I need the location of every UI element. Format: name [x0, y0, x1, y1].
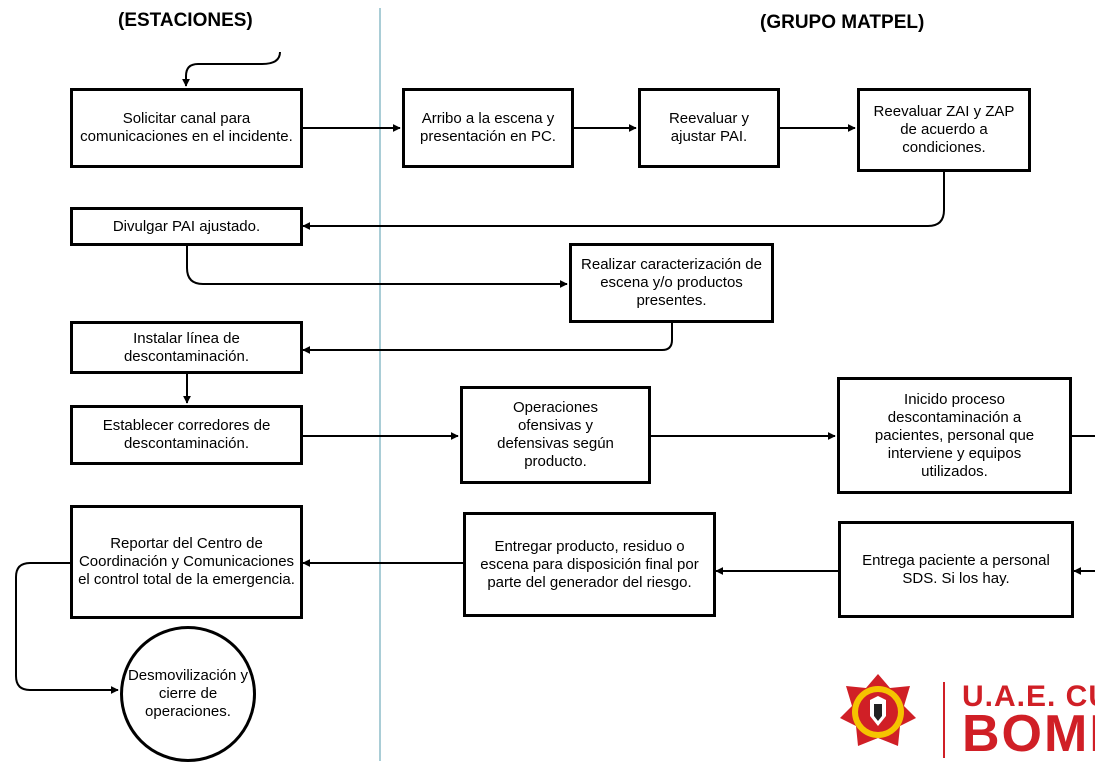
lane-divider [379, 8, 381, 761]
node-reevaluar-zai-zap-text: Reevaluar ZAI y ZAP de acuerdo a condici… [873, 103, 1015, 156]
node-caracterizacion-text: Realizar caracterización de escena y/o p… [581, 256, 762, 309]
node-divulgar-pai-text: Divulgar PAI ajustado. [112, 217, 261, 235]
lane-title-estaciones: (ESTACIONES) [118, 10, 253, 31]
node-arribo-escena-text: Arribo a la escena y presentación en PC. [420, 110, 556, 145]
connector-zai-divulgar [302, 172, 945, 230]
node-operaciones-text: Operaciones ofensivas y defensivas según… [497, 399, 614, 470]
node-caracterizacion: Realizar caracterización de escena y/o p… [569, 243, 774, 323]
logo-text-line1: U.A.E. CUE [962, 680, 1095, 713]
node-instalar-linea-text: Instalar línea de descontaminación. [123, 329, 250, 365]
node-establecer-corredores: Establecer corredores de descontaminació… [70, 405, 303, 465]
node-entregar-producto-text: Entregar producto, residuo o escena para… [480, 537, 699, 591]
connector-reportar-desmovilizacion [15, 562, 119, 694]
node-inicido-proceso-text: Inicido proceso descontaminación a pacie… [874, 390, 1035, 480]
node-solicitar-canal-text: Solicitar canal para comunicaciones en e… [80, 110, 293, 145]
bomberos-emblem-icon [840, 674, 916, 746]
lane-title-grupo-matpel: (GRUPO MATPEL) [760, 12, 925, 33]
logo-separator [943, 682, 945, 758]
node-operaciones: Operaciones ofensivas y defensivas según… [460, 386, 651, 484]
node-reevaluar-pai: Reevaluar y ajustar PAI. [638, 88, 780, 168]
node-entregar-producto: Entregar producto, residuo o escena para… [463, 512, 716, 617]
node-solicitar-canal: Solicitar canal para comunicaciones en e… [70, 88, 303, 168]
node-desmovilizacion-terminal: Desmovilización y cierre de operaciones. [120, 626, 256, 762]
node-entrega-paciente-text: Entrega paciente a personal SDS. Si los … [862, 551, 1050, 587]
node-establecer-corredores-text: Establecer corredores de descontaminació… [102, 417, 271, 452]
node-reevaluar-pai-text: Reevaluar y ajustar PAI. [668, 110, 750, 145]
node-divulgar-pai: Divulgar PAI ajustado. [70, 207, 303, 246]
node-reportar-centro: Reportar del Centro de Coordinación y Co… [70, 505, 303, 619]
node-entrega-paciente: Entrega paciente a personal SDS. Si los … [838, 521, 1074, 618]
connector-divulgar-caracterizacion [186, 246, 568, 288]
node-reevaluar-zai-zap: Reevaluar ZAI y ZAP de acuerdo a condici… [857, 88, 1031, 172]
node-inicido-proceso: Inicido proceso descontaminación a pacie… [837, 377, 1072, 494]
node-arribo-escena: Arribo a la escena y presentación en PC. [402, 88, 574, 168]
logo-text-line2: BOME [962, 705, 1095, 763]
connector-start [182, 51, 281, 87]
node-reportar-centro-text: Reportar del Centro de Coordinación y Co… [78, 535, 295, 588]
connector-caracterizacion-instalar [302, 323, 673, 354]
node-instalar-linea: Instalar línea de descontaminación. [70, 321, 303, 374]
node-desmovilizacion-text: Desmovilización y cierre de operaciones. [127, 667, 249, 720]
